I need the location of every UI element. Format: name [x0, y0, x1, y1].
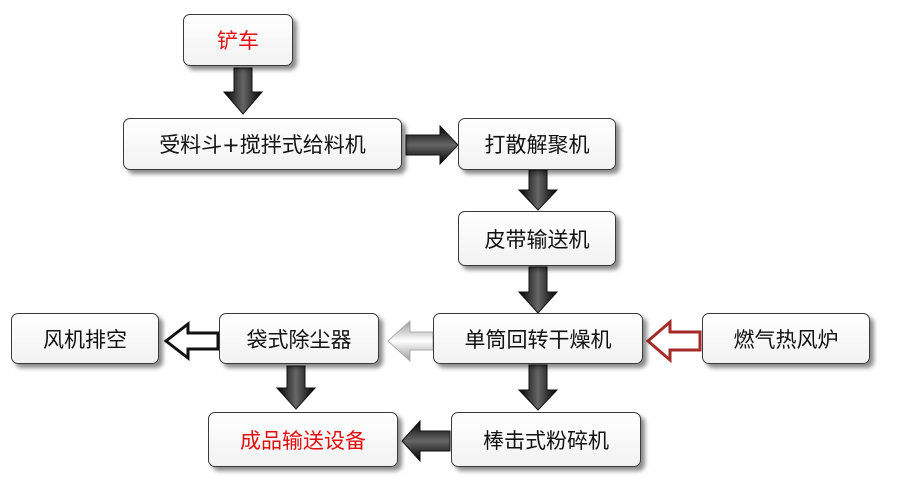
node-product-conveying: 成品输送设备 [208, 412, 398, 467]
arrow-furnace-to-dryer [645, 318, 702, 364]
node-belt-conveyor: 皮带输送机 [458, 211, 616, 266]
arrow-disperser-to-belt [517, 169, 559, 211]
node-dryer: 单筒回转干燥机 [433, 313, 643, 364]
node-gas-furnace: 燃气热风炉 [702, 313, 870, 364]
arrow-shovel-to-hopper [222, 67, 264, 115]
node-hopper-feeder: 受料斗+搅拌式给料机 [123, 118, 402, 170]
arrow-filter-to-exhaust [163, 320, 220, 362]
node-bag-filter: 袋式除尘器 [219, 313, 379, 364]
node-disperser: 打散解聚机 [458, 118, 616, 170]
arrow-crusher-to-product [401, 419, 451, 463]
arrow-belt-to-dryer [517, 266, 559, 314]
arrow-dryer-to-crusher [517, 364, 559, 411]
arrow-filter-to-product [275, 365, 317, 410]
node-crusher: 棒击式粉碎机 [451, 412, 641, 467]
node-shovel-car: 铲车 [183, 14, 293, 66]
arrow-hopper-to-disperser [405, 124, 459, 166]
node-exhaust: 风机排空 [11, 313, 159, 364]
arrow-dryer-to-filter [387, 319, 434, 363]
